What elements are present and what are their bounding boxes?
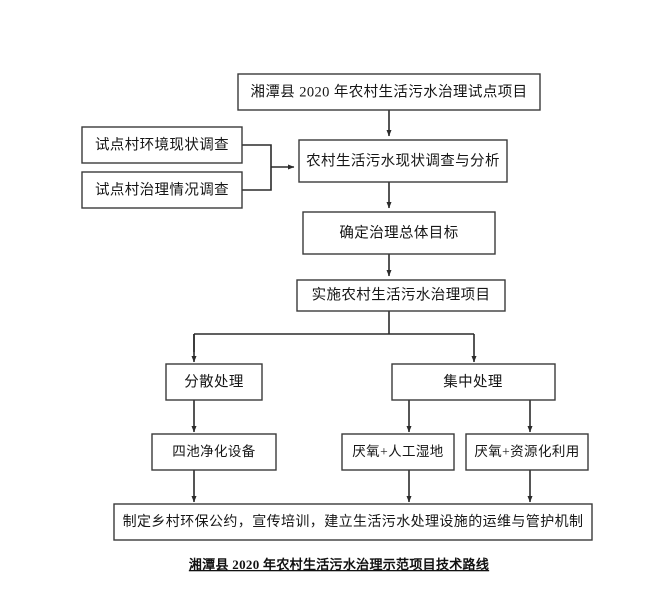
node-decentral-label: 分散处理 [184, 373, 244, 390]
connector-implement-split [193, 311, 474, 352]
node-goal[interactable]: 确定治理总体目标 [302, 211, 496, 255]
node-four-pond[interactable]: 四池净化设备 [151, 433, 277, 471]
node-survey-env[interactable]: 试点村环境现状调查 [81, 126, 243, 164]
node-project[interactable]: 湘潭县 2020 年农村生活污水治理试点项目 [237, 73, 541, 111]
node-survey-gov-label: 试点村治理情况调查 [95, 181, 229, 198]
node-anaerobic-wetland[interactable]: 厌氧+人工湿地 [341, 433, 455, 471]
node-anaerobic-wetland-label: 厌氧+人工湿地 [352, 444, 444, 459]
connector-surveys-bracket [242, 144, 272, 191]
node-goal-label: 确定治理总体目标 [339, 224, 458, 241]
node-analysis[interactable]: 农村生活污水现状调查与分析 [298, 139, 508, 183]
node-anaerobic-resource-label: 厌氧+资源化利用 [474, 444, 579, 459]
node-survey-env-label: 试点村环境现状调查 [95, 135, 229, 153]
node-mechanism[interactable]: 制定乡村环保公约，宣传培训，建立生活污水处理设施的运维与管护机制 [113, 503, 593, 541]
node-survey-gov[interactable]: 试点村治理情况调查 [81, 171, 243, 209]
node-decentral[interactable]: 分散处理 [165, 363, 263, 401]
diagram-caption: 湘潭县 2020 年农村生活污水治理示范项目技术路线 [189, 557, 489, 572]
node-mechanism-label: 制定乡村环保公约，宣传培训，建立生活污水处理设施的运维与管护机制 [123, 514, 584, 530]
node-four-pond-label: 四池净化设备 [172, 443, 255, 459]
node-implement[interactable]: 实施农村生活污水治理项目 [296, 279, 506, 312]
node-anaerobic-resource[interactable]: 厌氧+资源化利用 [465, 433, 589, 471]
node-central[interactable]: 集中处理 [391, 363, 556, 401]
node-implement-label: 实施农村生活污水治理项目 [312, 286, 491, 303]
node-central-label: 集中处理 [443, 373, 503, 390]
node-project-label: 湘潭县 2020 年农村生活污水治理试点项目 [250, 83, 527, 100]
node-analysis-label: 农村生活污水现状调查与分析 [306, 152, 500, 169]
